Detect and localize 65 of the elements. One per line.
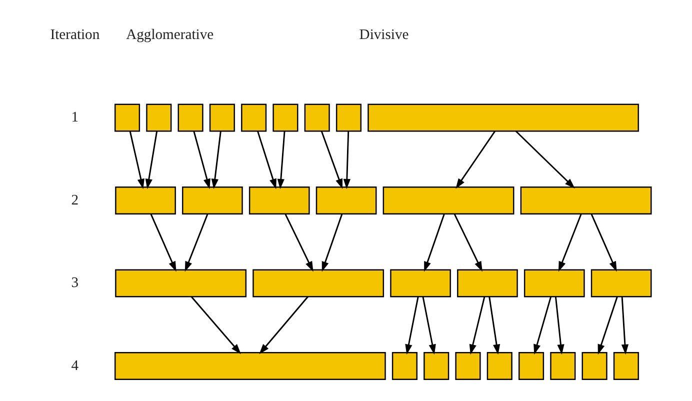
arrow — [621, 296, 629, 355]
arrow — [454, 214, 482, 272]
arrow — [284, 214, 314, 272]
arrow — [343, 131, 350, 190]
node-box — [114, 104, 140, 132]
arrow — [277, 131, 286, 190]
node-box — [115, 186, 176, 214]
node-box — [114, 352, 386, 380]
arrow — [590, 214, 617, 272]
arrow — [558, 214, 582, 272]
arrow — [259, 296, 309, 354]
node-box — [304, 104, 330, 132]
node-box — [390, 269, 451, 298]
arrow — [469, 296, 486, 355]
node-box — [582, 352, 608, 380]
arrow — [150, 214, 176, 272]
arrow — [320, 130, 343, 190]
arrow — [405, 296, 419, 355]
node-box — [455, 352, 481, 380]
node-box — [457, 269, 518, 298]
node-box — [316, 186, 377, 214]
arrow — [515, 130, 575, 189]
node-box — [518, 352, 544, 380]
arrow — [193, 130, 210, 190]
node-box — [272, 104, 298, 132]
node-box — [146, 104, 172, 132]
arrow — [422, 296, 436, 355]
node-box — [424, 352, 450, 380]
arrow — [145, 131, 158, 190]
node-box — [252, 269, 384, 298]
arrow — [424, 214, 445, 272]
arrow — [488, 296, 500, 355]
node-box — [486, 352, 512, 380]
node-box — [209, 104, 235, 132]
arrow — [190, 296, 241, 354]
label: 4 — [71, 358, 79, 374]
node-box — [336, 104, 362, 132]
node-box — [115, 269, 247, 298]
arrow — [129, 131, 144, 190]
arrow — [257, 130, 276, 190]
node-box — [590, 269, 652, 298]
label: 2 — [71, 192, 79, 208]
node-box — [524, 269, 585, 298]
label: 1 — [71, 110, 79, 126]
label: Agglomerative — [126, 26, 214, 43]
arrow — [456, 130, 496, 189]
node-box — [182, 186, 243, 214]
node-box — [368, 104, 639, 132]
arrow — [534, 296, 552, 355]
arrow — [554, 296, 564, 355]
node-box — [178, 104, 204, 132]
node-box — [382, 186, 514, 214]
node-box — [248, 186, 310, 214]
label: Divisive — [359, 26, 409, 43]
arrow — [211, 131, 222, 190]
label: 3 — [71, 275, 79, 292]
node-box — [550, 352, 576, 380]
node-box — [520, 186, 652, 214]
arrow — [322, 214, 343, 272]
label: Iteration — [50, 26, 100, 43]
node-box — [392, 352, 418, 380]
arrow — [184, 214, 208, 272]
node-box — [613, 352, 639, 380]
node-box — [241, 104, 267, 132]
arrow — [598, 296, 618, 355]
